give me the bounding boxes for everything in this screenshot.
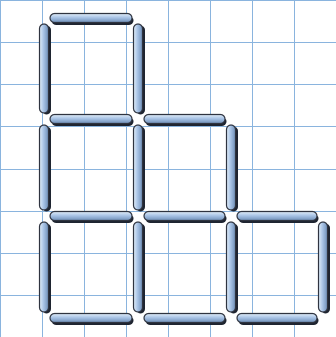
- matchstick-horizontal: [50, 115, 134, 127]
- matchstick-horizontal: [237, 314, 319, 326]
- matchstick-vertical: [319, 222, 331, 314]
- matchstick-vertical: [40, 24, 52, 115]
- matchstick-vertical: [227, 125, 239, 212]
- matchstick-horizontal: [50, 212, 134, 224]
- matchstick-vertical: [134, 222, 146, 314]
- matchstick-horizontal: [237, 212, 319, 224]
- matchstick-horizontal: [144, 314, 227, 326]
- matchstick-vertical: [134, 24, 146, 115]
- matchstick-vertical: [40, 125, 52, 212]
- matchstick-horizontal: [50, 314, 134, 326]
- matchstick-vertical: [40, 222, 52, 314]
- matchstick-horizontal: [144, 212, 227, 224]
- matchstick-vertical: [227, 222, 239, 314]
- matchstick-vertical: [134, 125, 146, 212]
- matchstick-horizontal: [50, 14, 134, 26]
- matchstick-horizontal: [144, 115, 227, 127]
